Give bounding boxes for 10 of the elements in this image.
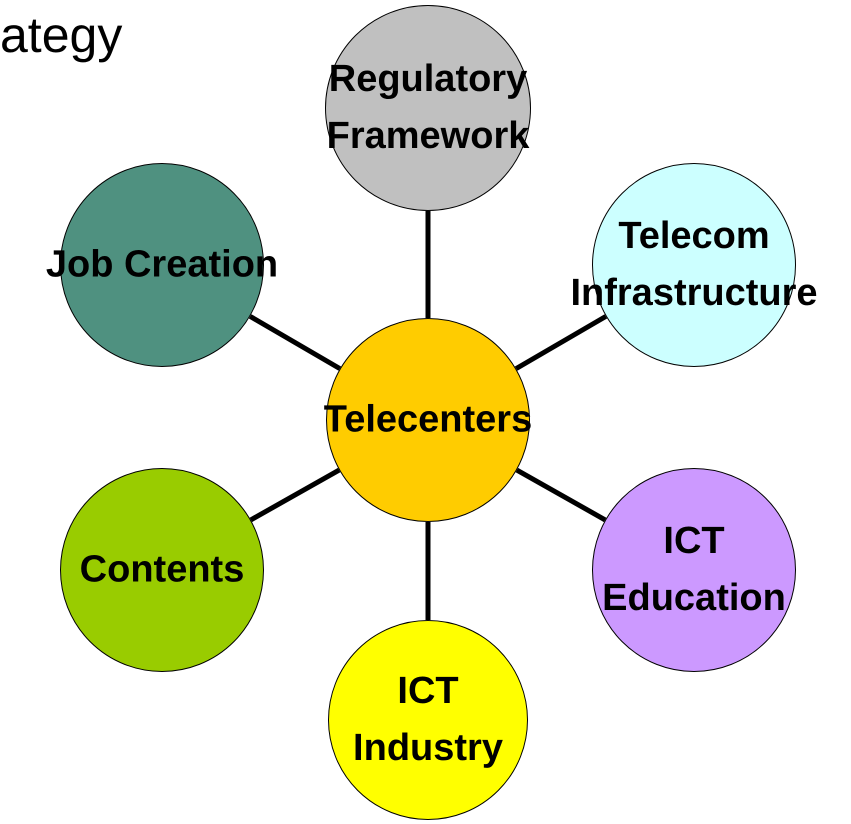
connector-line bbox=[250, 468, 340, 522]
topic-label: Contents bbox=[80, 548, 244, 592]
connector-line bbox=[426, 211, 430, 318]
connector-line bbox=[248, 314, 342, 371]
topic-label: ICT Education bbox=[601, 519, 787, 621]
title-fragment: ategy bbox=[0, 10, 122, 60]
topic-label: ICT Industry bbox=[352, 669, 504, 771]
connector-line bbox=[514, 314, 608, 371]
connector-line bbox=[426, 522, 430, 620]
connector-line bbox=[516, 468, 606, 522]
